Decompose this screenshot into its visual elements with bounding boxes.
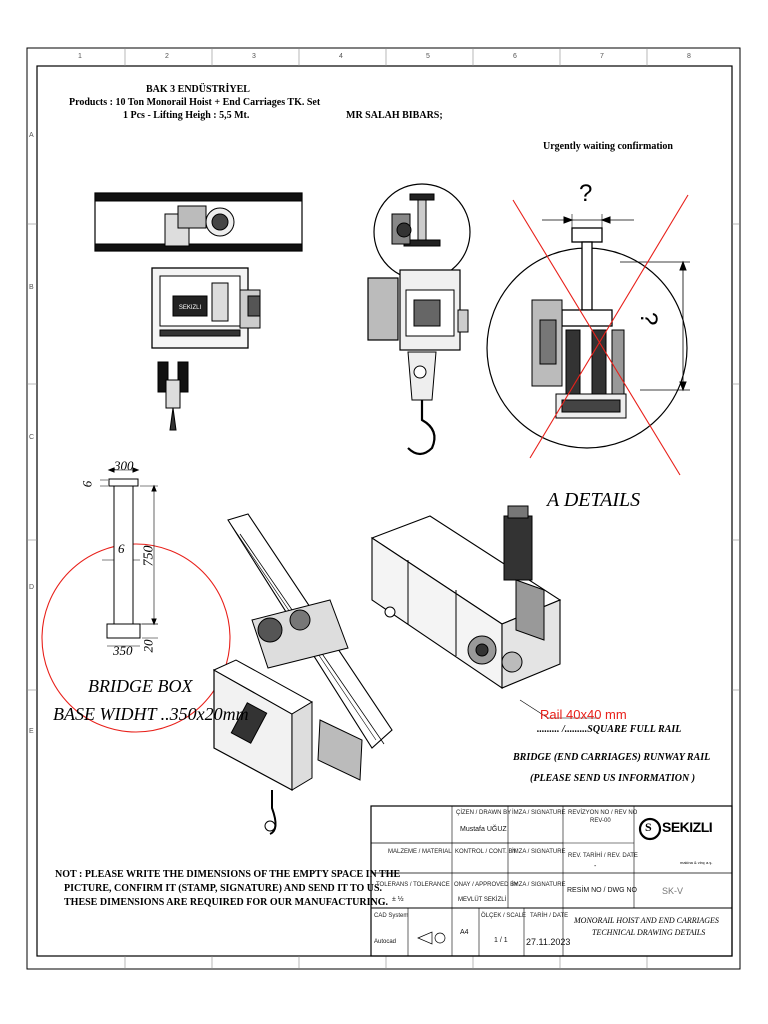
header-company: BAK 3 ENDÜSTRİYEL: [146, 84, 250, 95]
dim-6-flange: 6: [79, 480, 95, 488]
tb-drawn-by-label: ÇİZEN / DRAWN BY: [456, 810, 512, 816]
runway-rail-label: BRIDGE (END CARRIAGES) RUNWAY RAIL: [513, 752, 711, 763]
tb-scale: 1 / 1: [494, 937, 508, 944]
grid-col-1: 1: [78, 53, 82, 60]
logo-name: SEKIZLI: [662, 819, 713, 835]
red-cross-mark: [512, 194, 689, 476]
tb-approved-label: ONAY / APPROVED BY: [454, 882, 519, 888]
tb-drawn-by: Mustafa UĞUZ: [460, 826, 507, 833]
bridge-box-detail: [41, 467, 231, 733]
tb-tolerance-label: TOLERANS / TOLERANCE: [376, 882, 450, 888]
tb-cad-label: CAD System: [374, 913, 409, 919]
tb-approved: MEVLÜT SEKİZLİ: [458, 897, 507, 903]
tb-description-2: TECHNICAL DRAWING DETAILS: [592, 928, 706, 937]
title-block-grid: [370, 805, 733, 957]
tb-date-label: TARİH / DATE: [530, 913, 569, 919]
a-details-view: [486, 214, 690, 449]
dim-750: 750: [141, 545, 157, 567]
grid-col-4: 4: [339, 53, 343, 60]
please-send-info: (PLEASE SEND US INFORMATION ): [530, 773, 696, 784]
note-line-2: PICTURE, CONFIRM IT (STAMP, SIGNATURE) A…: [64, 883, 383, 894]
tb-scale-label: ÖLÇEK / SCALE: [481, 913, 527, 919]
header-urgent: Urgently waiting confirmation: [543, 141, 673, 152]
dim-350: 350: [113, 643, 133, 658]
grid-row-b: B: [29, 284, 34, 291]
header-client: MR SALAH BIBARS;: [346, 110, 443, 121]
tb-revision: REV-00: [590, 818, 611, 824]
grid-col-8: 8: [687, 53, 691, 60]
tb-rev-date-label: REV. TARİHİ / REV. DATE: [568, 853, 638, 859]
tb-dwg-label: RESİM NO / DWG NO: [567, 887, 637, 894]
question-mark-height: ?: [635, 312, 662, 326]
tb-paper: A4: [460, 929, 469, 936]
zone-ticks: [27, 48, 740, 969]
tb-date: 27.11.2023: [526, 937, 571, 947]
grid-row-a: A: [29, 132, 34, 139]
grid-row-d: D: [29, 584, 35, 591]
question-mark-width: ?: [579, 180, 593, 207]
dim-20: 20: [140, 639, 156, 653]
tb-dwg: SK-V: [662, 886, 684, 896]
grid-row-e: E: [29, 728, 34, 735]
rail-fill-line: ......... /.........SQUARE FULL RAIL: [537, 724, 682, 735]
hoist-side-view: SEKIZLI: [94, 192, 303, 431]
tb-revision-label: REVİZYON NO / REV NO: [568, 810, 638, 816]
bridge-box-title: BRIDGE BOX: [88, 676, 193, 696]
grid-col-6: 6: [513, 53, 517, 60]
grid-col-7: 7: [600, 53, 604, 60]
grid-col-2: 2: [165, 53, 169, 60]
svg-text:SEKIZLI: SEKIZLI: [179, 305, 202, 311]
tb-signature-3-label: İMZA / SIGNATURE: [512, 882, 566, 888]
tb-tolerance: ± ½: [392, 896, 404, 903]
logo-tagline: makina & vinç a.ş.: [680, 860, 713, 865]
bridge-box-subtitle: BASE WIDHT ..350x20mm: [53, 704, 249, 724]
rail-annotation: Rail 40x40 mm: [540, 707, 627, 722]
outer-frame: [26, 47, 741, 970]
tb-material-label: MALZEME / MATERIAL: [388, 849, 452, 855]
tb-signature-2-label: İMZA / SIGNATURE: [512, 849, 566, 855]
tb-description-1: MONORAIL HOIST AND END CARRIAGES: [574, 916, 719, 925]
logo-letter: S: [645, 820, 652, 834]
note-line-3: THESE DIMENSIONS ARE REQUIRED FOR OUR MA…: [64, 897, 389, 908]
tb-checked-label: KONTROL / CONT. BY: [455, 849, 517, 855]
header-lifting: 1 Pcs - Lifting Heigh : 5,5 Mt.: [123, 110, 250, 121]
hoist-front-view: [367, 183, 471, 456]
end-carriage-view: [370, 505, 600, 719]
grid-row-c: C: [29, 434, 35, 441]
dim-6-web: 6: [118, 541, 125, 556]
tb-cad: Autocad: [374, 939, 397, 945]
isometric-monorail: [212, 513, 393, 835]
tb-rev-date: -: [594, 863, 597, 870]
grid-col-5: 5: [426, 53, 430, 60]
note-line-1: NOT : PLEASE WRITE THE DIMENSIONS OF THE…: [55, 869, 401, 880]
sekizli-logo-mark: [638, 817, 662, 841]
tb-signature-1-label: İMZA / SIGNATURE: [512, 810, 566, 816]
dim-300: 300: [114, 458, 134, 473]
grid-col-3: 3: [252, 53, 256, 60]
header-products: Products : 10 Ton Monorail Hoist + End C…: [69, 97, 321, 108]
a-details-label: A DETAILS: [547, 489, 641, 511]
